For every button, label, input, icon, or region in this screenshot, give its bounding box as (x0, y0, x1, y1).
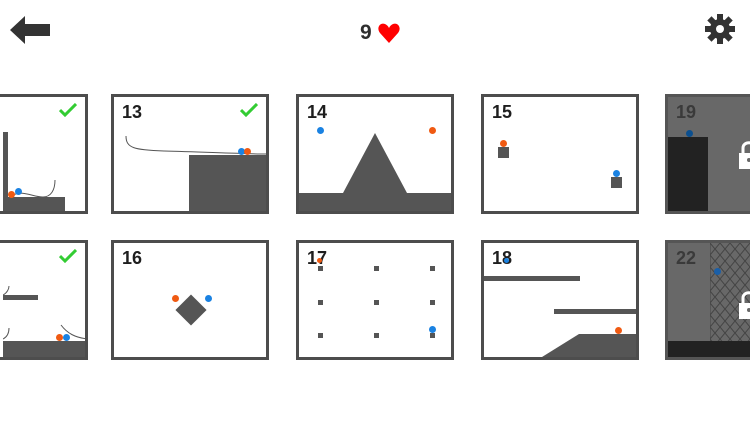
blue-ball (317, 127, 324, 134)
level-card-22-locked[interactable]: 22 (665, 240, 750, 360)
level-card-partial-1[interactable] (0, 94, 88, 214)
level-card-18[interactable]: 18 (481, 240, 639, 360)
blue-ball (714, 268, 721, 275)
level-number: 13 (122, 102, 143, 122)
blue-ball (205, 295, 212, 302)
wall-block (3, 132, 8, 211)
orange-ball (8, 191, 15, 198)
block (189, 155, 266, 211)
level-number: 15 (492, 102, 513, 122)
block (611, 177, 622, 188)
orange-ball (56, 334, 63, 341)
level-card-19-locked[interactable]: 19 (665, 94, 750, 214)
blue-ball (429, 326, 436, 333)
level-number: 14 (307, 102, 328, 122)
ramp-terrain (542, 334, 636, 357)
floor-block (3, 341, 85, 357)
blue-ball (504, 258, 509, 263)
floor-block (668, 341, 750, 357)
checkmark-icon (59, 249, 77, 263)
mountain-terrain (299, 133, 451, 211)
back-button[interactable] (10, 16, 52, 44)
ledge (484, 276, 580, 281)
level-number: 18 (492, 248, 513, 268)
level-card-13[interactable]: 13 (111, 94, 269, 214)
orange-ball (429, 127, 436, 134)
gear-icon (705, 14, 735, 44)
blue-ball (686, 130, 693, 137)
lives-count: 9 (360, 21, 372, 44)
orange-ball (244, 148, 251, 155)
blue-ball (15, 188, 22, 195)
drawn-line (3, 285, 85, 340)
orange-ball (317, 258, 322, 263)
lock-icon (739, 141, 750, 169)
lives-counter: 9 (360, 20, 400, 46)
level-number: 16 (122, 248, 143, 268)
orange-ball (172, 295, 179, 302)
diamond-block (175, 294, 207, 326)
level-card-15[interactable]: 15 (481, 94, 639, 214)
block (498, 147, 509, 158)
heart-icon (378, 23, 400, 43)
blue-ball (238, 148, 245, 155)
level-number: 19 (676, 102, 697, 122)
checkmark-icon (59, 103, 77, 117)
orange-ball (615, 327, 622, 334)
level-card-14[interactable]: 14 (296, 94, 454, 214)
settings-button[interactable] (705, 14, 735, 44)
level-card-16[interactable]: 16 (111, 240, 269, 360)
level-number: 22 (676, 248, 697, 268)
arrow-left-icon (10, 16, 50, 44)
level-card-17[interactable]: 17 (296, 240, 454, 360)
checkmark-icon (240, 103, 258, 117)
blue-ball (613, 170, 620, 177)
floor-block (3, 197, 65, 211)
drawn-line (13, 179, 56, 198)
ledge (554, 309, 636, 314)
block (668, 137, 708, 211)
level-card-partial-2[interactable] (0, 240, 88, 360)
blue-ball (63, 334, 70, 341)
lock-icon (739, 291, 750, 319)
orange-ball (500, 140, 507, 147)
ledge (3, 295, 38, 300)
top-bar: 9 (0, 0, 750, 60)
